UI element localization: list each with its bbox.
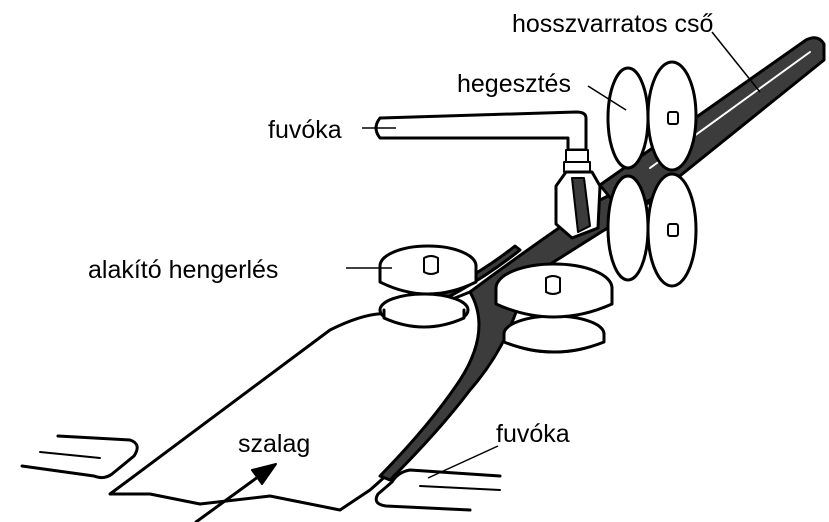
leader-tube (712, 32, 760, 92)
label-forming-rolls: alakító hengerlés (88, 256, 278, 284)
forming-roll-left (380, 246, 476, 327)
label-strip: szalag (238, 430, 310, 458)
label-tube: hosszvarratos cső (512, 10, 713, 38)
label-nozzle-bottom: fuvóka (496, 420, 570, 448)
label-nozzle-top: fuvóka (268, 116, 342, 144)
welding-nozzle-joint (564, 150, 590, 172)
label-welding: hegesztés (457, 70, 571, 98)
forming-roll-right (496, 264, 612, 352)
welding-nozzle-arm (376, 112, 586, 150)
